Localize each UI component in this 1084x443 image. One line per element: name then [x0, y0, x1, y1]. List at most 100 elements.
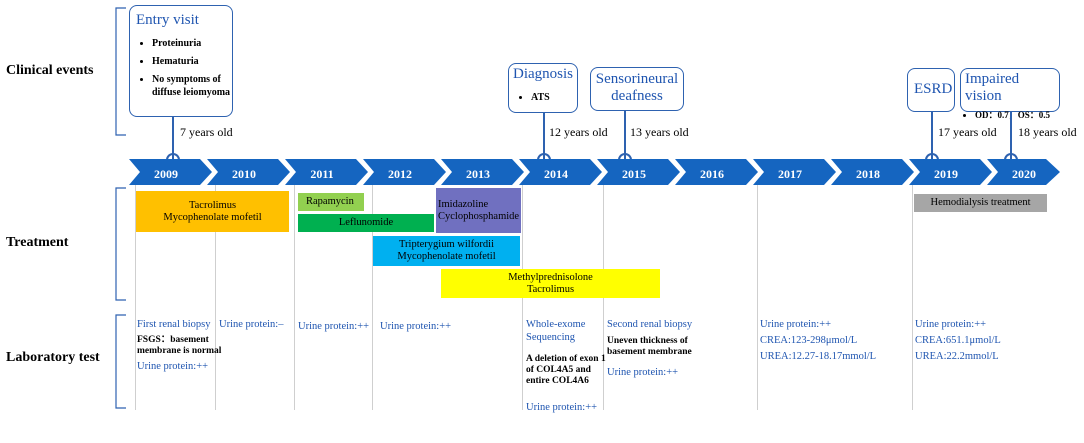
vision-list: OD：0.7，OS：0.5 — [961, 109, 1059, 122]
grid-line — [294, 185, 295, 410]
year-label: 2012 — [388, 167, 412, 181]
year-label: 2009 — [154, 167, 178, 181]
year-label: 2019 — [934, 167, 958, 181]
lab-urine-protein: Urine protein:++ — [298, 321, 370, 332]
year-label: 2015 — [622, 167, 646, 181]
age-label: 18 years old — [1018, 125, 1077, 139]
lab-urea: UREA:12.27-18.17mmol/L — [760, 351, 877, 362]
grid-line — [372, 185, 373, 410]
section-laboratory-test: Laboratory test — [6, 350, 100, 365]
lab-2009: First renal biopsy FSGS：basement membran… — [137, 318, 221, 373]
callout-vision-title: Impaired vision — [965, 71, 1020, 104]
lab-detail: Uneven thickness of — [607, 336, 688, 346]
treatment-text: Leflunomide — [338, 217, 394, 228]
age-label: 7 years old — [180, 125, 233, 139]
callout-deafness-line1: Sensorineural — [595, 71, 679, 87]
treatment-text: Methylprednisolone — [508, 271, 593, 283]
timeline-arrow-2009 — [129, 159, 212, 185]
year-label: 2014 — [544, 167, 568, 181]
lab-urine-protein: Urine protein:– — [219, 319, 284, 330]
lab-2012: Urine protein:++ — [380, 320, 451, 333]
vision-item: OD：0.7，OS：0.5 — [975, 109, 1059, 122]
year-label: 2020 — [1012, 167, 1036, 181]
timeline-arrow-2011 — [285, 159, 368, 185]
treatment-tacrolimus-mmf: Tacrolimus Mycophenolate mofetil — [136, 191, 289, 232]
lab-2014: Whole-exome Sequencing A deletion of exo… — [526, 318, 606, 414]
lab-2015: Second renal biopsy Uneven thickness of … — [607, 318, 692, 379]
lab-crea: CREA:123-298μmol/L — [760, 335, 858, 346]
diagnosis-list: ATS — [509, 91, 577, 104]
lab-urine-protein: Urine protein:++ — [137, 361, 209, 372]
year-label: 2018 — [856, 167, 880, 181]
timeline-arrow-2016 — [675, 159, 758, 185]
age-label: 17 years old — [938, 125, 997, 139]
treatment-text: Rapamycin — [306, 196, 354, 207]
timeline-marker — [1004, 153, 1018, 163]
age-label: 12 years old — [549, 125, 608, 139]
treatment-text: Mycophenolate mofetil — [163, 211, 262, 223]
section-clinical-events: Clinical events — [6, 63, 94, 78]
lab-detail: basement membrane — [607, 347, 692, 357]
timeline-arrow-2013 — [441, 159, 524, 185]
year-label: 2011 — [310, 167, 334, 181]
treatment-rapamycin: Rapamycin — [298, 193, 364, 211]
treatment-methylprednisolone-tacrolimus: Methylprednisolone Tacrolimus — [441, 269, 660, 298]
timeline-marker — [537, 153, 551, 163]
lab-crea: CREA:651.1μmol/L — [915, 335, 1001, 346]
lab-detail: membrane is normal — [137, 346, 222, 356]
treatment-tripterygium-mmf: Tripterygium wilfordii Mycophenolate mof… — [373, 236, 520, 266]
timeline-marker — [166, 153, 180, 163]
entry-item: Proteinuria — [152, 37, 232, 50]
treatment-leflunomide: Leflunomide — [298, 214, 434, 232]
timeline-arrow-2020 — [987, 159, 1060, 185]
callout-entry-visit: Entry visit Proteinuria Hematuria No sym… — [129, 5, 233, 117]
lab-title: Whole-exome — [526, 319, 586, 330]
lab-urine-protein: Urine protein:++ — [760, 319, 832, 330]
timeline-arrow-2015 — [597, 159, 680, 185]
grid-line — [215, 185, 216, 410]
lab-urine-protein: Urine protein:++ — [607, 367, 679, 378]
callout-esrd: ESRD — [907, 68, 955, 112]
lab-2017: Urine protein:++ CREA:123-298μmol/L UREA… — [760, 318, 876, 363]
callout-diagnosis: Diagnosis ATS — [508, 63, 578, 113]
diagnosis-item: ATS — [531, 91, 577, 104]
treatment-text: Tacrolimus — [188, 199, 237, 211]
treatment-text: Tripterygium wilfordii — [399, 239, 494, 250]
callout-deafness-line2: deafness — [611, 88, 663, 104]
entry-item: No symptoms of diffuse leiomyoma — [152, 73, 232, 99]
treatment-text: Imidazoline — [438, 198, 489, 210]
entry-item: Hematuria — [152, 55, 232, 68]
grid-line — [135, 185, 136, 410]
timeline-arrow-2017 — [753, 159, 836, 185]
lab-urine-protein: Urine protein:++ — [915, 319, 987, 330]
lab-detail: FSGS：basement — [137, 335, 209, 345]
lab-title: First renal biopsy — [137, 319, 211, 330]
lab-title: Sequencing — [526, 332, 575, 343]
callout-diagnosis-title: Diagnosis — [513, 66, 573, 82]
timeline-marker — [925, 153, 939, 163]
lab-2011: Urine protein:++ — [298, 320, 369, 333]
timeline-arrow-2018 — [831, 159, 914, 185]
lab-urea: UREA:22.2mmol/L — [915, 351, 999, 362]
treatment-imidazoline-cyclophosphamide: Imidazoline Cyclophosphamide — [436, 188, 521, 233]
year-label: 2016 — [700, 167, 724, 181]
section-treatment: Treatment — [6, 235, 69, 250]
age-label: 13 years old — [630, 125, 689, 139]
connector-line — [1010, 112, 1012, 159]
year-label: 2010 — [232, 167, 256, 181]
connector-line — [172, 117, 174, 159]
lab-urine-protein: Urine protein:++ — [526, 402, 598, 413]
lab-detail: entire COL4A6 — [526, 376, 589, 386]
grid-line — [912, 185, 913, 410]
lab-detail: A deletion of exon 1 — [526, 354, 606, 364]
lab-2010: Urine protein:– — [219, 318, 283, 331]
grid-line — [757, 185, 758, 410]
timeline-arrow-2012 — [363, 159, 446, 185]
callout-esrd-title: ESRD — [914, 81, 953, 97]
treatment-text: Tacrolimus — [526, 283, 575, 295]
connector-line — [931, 112, 933, 159]
treatment-text: Hemodialysis treatment — [930, 197, 1031, 208]
treatment-text: Mycophenolate mofetil — [397, 251, 496, 262]
timeline-arrow-2019 — [909, 159, 992, 185]
